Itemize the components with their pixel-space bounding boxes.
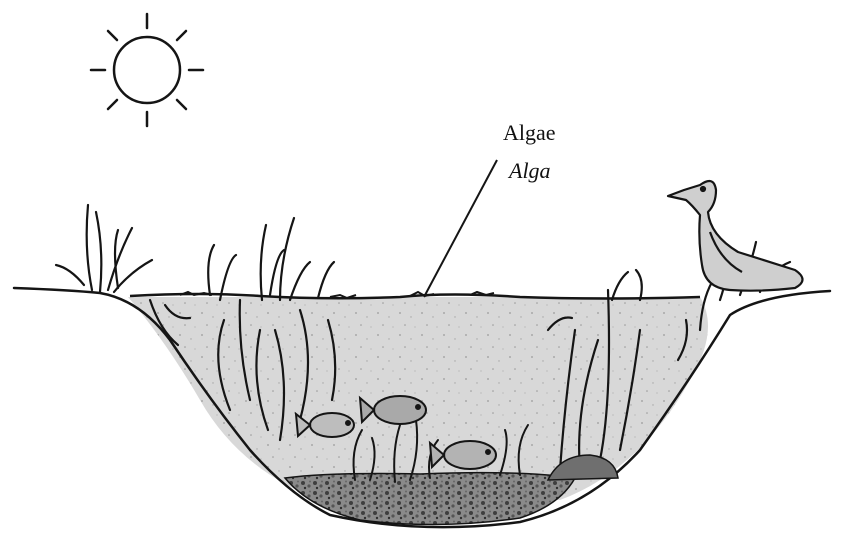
duck-icon [668,181,803,291]
sun-icon [91,14,203,126]
algae-scientific-name-label: Alga [509,160,551,182]
pond-sediment [285,473,575,525]
algae-leader-line [424,160,497,297]
algae-common-name-label: Algae [503,122,556,144]
